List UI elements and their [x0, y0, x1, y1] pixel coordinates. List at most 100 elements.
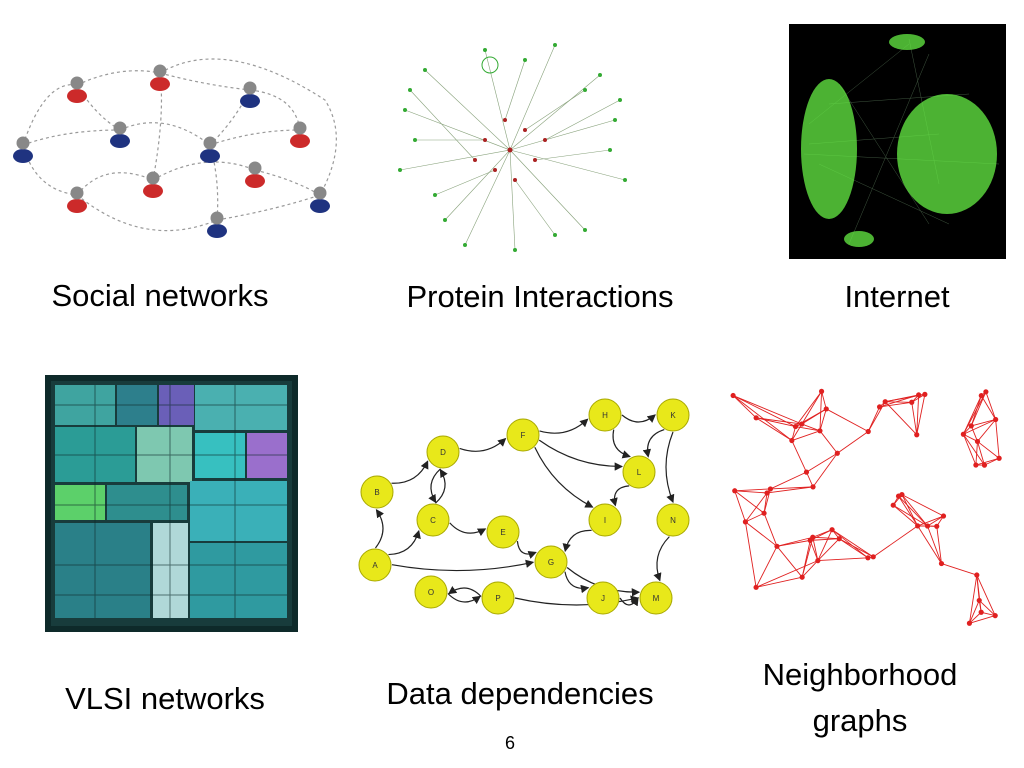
caption-vlsi-networks: VLSI networks [25, 681, 305, 717]
neighborhood-node [993, 613, 998, 618]
neighborhood-node [732, 488, 737, 493]
neighborhood-edge [837, 431, 868, 453]
neighborhood-node [967, 621, 972, 626]
dependency-edge [431, 469, 441, 502]
dependency-edge [392, 461, 428, 483]
neighborhood-node [979, 393, 984, 398]
neighborhood-edge [832, 530, 868, 558]
neighborhood-edge [873, 526, 917, 557]
neighborhood-node [969, 423, 974, 428]
svg-text:I: I [604, 516, 606, 525]
svg-text:B: B [374, 488, 379, 497]
svg-text:D: D [440, 448, 446, 457]
neighborhood-edge [826, 409, 868, 432]
neighborhood-node [804, 470, 809, 475]
neighborhood-edge [756, 418, 792, 441]
caption-data-dependencies: Data dependencies [355, 676, 685, 712]
neighborhood-node [829, 527, 834, 532]
dependency-edge [460, 439, 506, 452]
neighborhood-node [975, 439, 980, 444]
neighborhood-edge [963, 419, 995, 434]
neighborhood-node [877, 404, 882, 409]
neighborhood-node [922, 392, 927, 397]
svg-text:F: F [521, 431, 526, 440]
neighborhood-node [871, 554, 876, 559]
neighborhood-node [914, 432, 919, 437]
neighborhood-node [819, 389, 824, 394]
neighborhood-node [974, 572, 979, 577]
caption-internet: Internet [797, 279, 997, 315]
neighborhood-edge [832, 530, 873, 557]
page-number: 6 [490, 733, 530, 754]
neighborhood-node [761, 511, 766, 516]
data-dependency-figure: ABCDEFGHIJKLMNOP [355, 390, 695, 620]
dependency-node-l: L [623, 456, 655, 488]
neighborhood-edge [745, 522, 756, 587]
neighborhood-edge [893, 505, 917, 526]
neighborhood-edge [777, 537, 813, 546]
dependency-edge [657, 537, 669, 581]
neighborhood-node [754, 415, 759, 420]
neighborhood-node [939, 561, 944, 566]
dependency-node-a: A [359, 549, 391, 581]
dependency-node-m: M [640, 582, 672, 614]
neighborhood-node [993, 417, 998, 422]
svg-text:E: E [500, 528, 505, 537]
dependency-edge [375, 510, 383, 548]
neighborhood-node [866, 429, 871, 434]
neighborhood-node [961, 432, 966, 437]
neighborhood-node [934, 524, 939, 529]
svg-text:G: G [548, 558, 554, 567]
neighborhood-edge [813, 453, 837, 487]
neighborhood-edge [820, 431, 837, 453]
dependency-node-k: K [657, 399, 689, 431]
neighborhood-edge [941, 564, 976, 575]
vlsi-chip-layout [45, 375, 298, 632]
dependency-node-f: F [507, 419, 539, 451]
neighborhood-node [909, 400, 914, 405]
dependency-edge [540, 419, 588, 433]
neighborhood-node [977, 598, 982, 603]
neighborhood-edge [756, 577, 802, 587]
neighborhood-edge [802, 424, 820, 431]
neighborhood-edge [818, 558, 868, 561]
internet-graph [789, 24, 1006, 259]
caption-protein-interactions: Protein Interactions [380, 279, 700, 315]
neighborhood-node [824, 406, 829, 411]
neighborhood-edge [996, 419, 999, 458]
neighborhood-edge [756, 561, 818, 588]
dependency-node-d: D [427, 436, 459, 468]
neighborhood-graph-figure [720, 375, 1010, 635]
dependency-node-i: I [589, 504, 621, 536]
neighborhood-edge [971, 396, 981, 426]
neighborhood-node [997, 456, 1002, 461]
neighborhood-node [764, 490, 769, 495]
social-network-figure [5, 40, 350, 240]
neighborhood-edge [735, 489, 771, 491]
neighborhood-edge [885, 402, 912, 403]
neighborhood-edge [802, 391, 822, 424]
svg-text:J: J [601, 594, 605, 603]
neighborhood-node [808, 538, 813, 543]
dependency-edge [622, 415, 655, 422]
neighborhood-node [891, 503, 896, 508]
neighborhood-edge [977, 419, 995, 441]
protein-interaction-figure [385, 20, 635, 260]
dependency-edge [392, 562, 533, 570]
svg-text:P: P [495, 594, 500, 603]
neighborhood-edge [796, 391, 822, 426]
neighborhood-node [837, 536, 842, 541]
neighborhood-edge [971, 392, 986, 426]
neighborhood-edge [822, 391, 827, 409]
neighborhood-edge [792, 431, 820, 441]
dependency-edge [539, 440, 622, 466]
neighborhood-edge [735, 491, 746, 522]
internet-figure [789, 24, 1006, 259]
neighborhood-edge [839, 539, 873, 557]
svg-text:M: M [653, 594, 660, 603]
neighborhood-node [982, 463, 987, 468]
social-network-graph [5, 40, 350, 240]
caption-neighborhood-graphs: Neighborhood graphs [740, 652, 980, 744]
neighborhood-node [916, 392, 921, 397]
dependency-node-p: P [482, 582, 514, 614]
